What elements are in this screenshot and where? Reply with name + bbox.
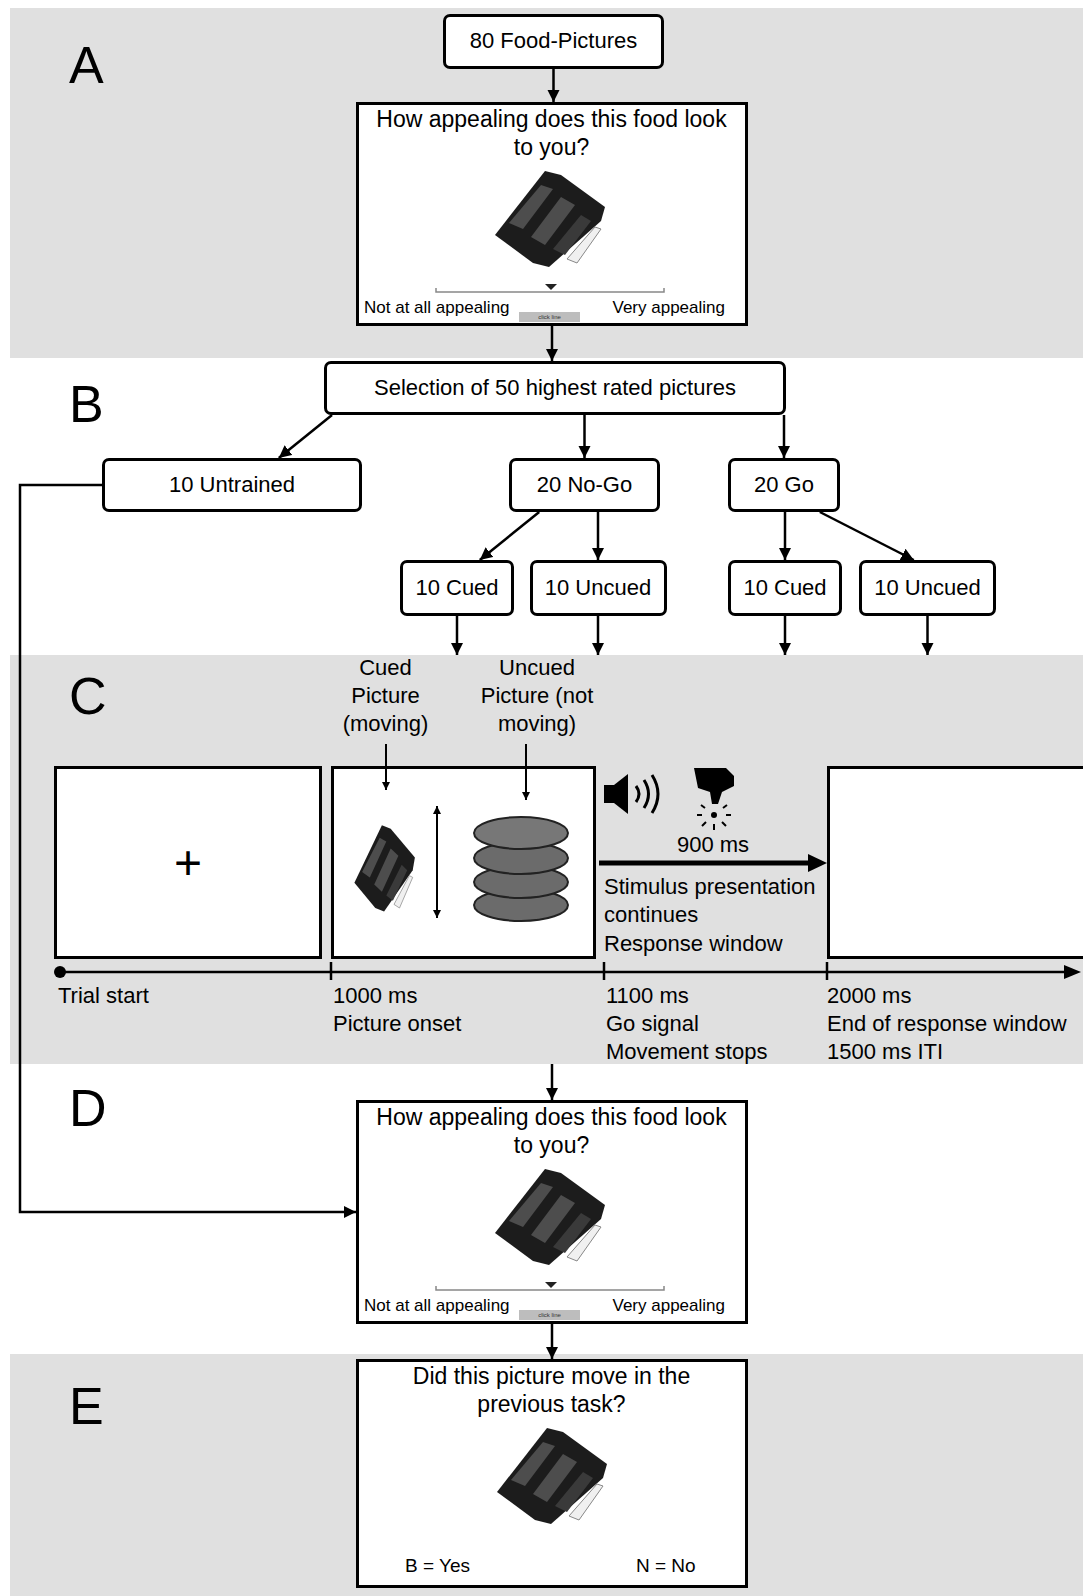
speaker-icon: [604, 785, 614, 803]
flow-arrow: [784, 512, 787, 560]
scale-label: Not at all appealing: [364, 1296, 510, 1316]
question-text: How appealing does this food look to you…: [369, 1103, 734, 1159]
scale-label: Very appealing: [613, 1296, 725, 1316]
press-icon: [711, 812, 717, 818]
button-label: click line: [519, 1310, 580, 1320]
flow-arrow: [551, 1064, 554, 1100]
timeline: [1064, 965, 1081, 979]
food-picture: [354, 825, 415, 911]
annotation-label: Cued Picture (moving): [338, 654, 433, 738]
flow-arrow: [456, 616, 459, 655]
key-label: B = Yes: [405, 1555, 470, 1577]
response-window-arrow: [808, 854, 827, 872]
event-label: Movement stops: [606, 1038, 767, 1066]
flow-arrow: [551, 326, 554, 361]
flow-arrow: [783, 415, 786, 458]
source-box: 80 Food-Pictures: [443, 14, 664, 69]
duration-label: 900 ms: [668, 831, 758, 859]
flow-arrow: [279, 415, 332, 458]
condition-box: 20 Go: [728, 458, 840, 512]
screen-fill: [356, 1100, 748, 1324]
question-text: Did this picture move in the previous ta…: [369, 1362, 734, 1418]
screen-fill: [356, 1359, 748, 1588]
flow-arrow: [597, 616, 600, 655]
fixation-screen: +: [54, 766, 322, 959]
timeline: [60, 971, 1068, 974]
subcondition-box: 10 Uncued: [859, 560, 996, 616]
flow-arrow: [926, 616, 929, 655]
cookie-picture: [474, 817, 568, 849]
blank-screen: [829, 768, 1083, 958]
selection-box: Selection of 50 highest rated pictures: [324, 361, 786, 415]
time-label: 2000 ms: [827, 982, 911, 1010]
food-picture: [495, 1169, 605, 1265]
screen-fill: [356, 102, 748, 326]
key-label: N = No: [636, 1555, 696, 1577]
panel-letter: E: [69, 1376, 104, 1436]
scale-marker: [545, 1282, 557, 1288]
stimulus-screen: [333, 768, 595, 958]
speaker-icon: [614, 774, 628, 814]
timeline-tick: [331, 962, 827, 980]
condition-box: 20 No-Go: [509, 458, 660, 512]
panel-letter: D: [69, 1078, 107, 1138]
leader-arrow: [525, 744, 527, 800]
flow-arrow: [820, 512, 914, 560]
food-picture: [497, 1428, 607, 1524]
box-label: 10 Uncued: [545, 575, 651, 601]
leader-arrow: [385, 744, 387, 790]
question-text: How appealing does this food look to you…: [369, 105, 734, 161]
event-label: Picture onset: [333, 1010, 461, 1038]
annotation-label: Uncued Picture (not moving): [477, 654, 597, 738]
press-icon: [697, 805, 731, 830]
time-label: 1000 ms: [333, 982, 417, 1010]
event-label: End of response window: [827, 1010, 1067, 1038]
subcondition-box: 10 Cued: [400, 560, 514, 616]
flow-arrow: [551, 1324, 554, 1359]
condition-box: 10 Untrained: [102, 458, 362, 512]
timeline-start: [54, 966, 66, 978]
box-label: 10 Untrained: [169, 472, 295, 498]
panel-letter: A: [69, 35, 104, 95]
panel-band: [10, 1354, 1083, 1596]
scale-marker: [545, 284, 557, 290]
event-label: Go signal: [606, 1010, 699, 1038]
flow-arrow: [480, 512, 539, 560]
box-label: 20 Go: [754, 472, 814, 498]
panel-letter: B: [69, 374, 104, 434]
response-window-arrow: [599, 861, 812, 866]
rating-screen: How appealing does this food look to you…: [356, 1100, 748, 1324]
box-label: +: [174, 834, 202, 892]
button-label: click line: [519, 312, 580, 322]
flow-arrow: [784, 616, 787, 655]
movement-arrow: [436, 806, 438, 918]
flow-arrow: [583, 415, 586, 458]
box-label: Selection of 50 highest rated pictures: [374, 375, 736, 401]
flow-arrow: [597, 512, 600, 560]
time-label: Trial start: [58, 982, 149, 1010]
time-label: 1100 ms: [606, 982, 689, 1010]
event-label: 1500 ms ITI: [827, 1038, 943, 1066]
food-picture: [495, 171, 605, 267]
flow-arrow: [20, 485, 356, 1212]
box-label: 10 Cued: [415, 575, 498, 601]
box-label: 10 Uncued: [874, 575, 980, 601]
annotation-label: Stimulus presentation continues: [604, 873, 822, 929]
box-label: 20 No-Go: [537, 472, 632, 498]
speaker-icon: [636, 775, 658, 813]
subcondition-box: 10 Cued: [728, 560, 842, 616]
scale-label: Very appealing: [613, 298, 725, 318]
box-label: 10 Cued: [743, 575, 826, 601]
panel-band: [10, 8, 1083, 358]
rating-screen: How appealing does this food look to you…: [356, 102, 748, 326]
flow-arrow: [552, 69, 555, 102]
box-label: 80 Food-Pictures: [470, 28, 638, 54]
scale-label: Not at all appealing: [364, 298, 510, 318]
memory-screen: Did this picture move in the previous ta…: [356, 1359, 748, 1588]
subcondition-box: 10 Uncued: [530, 560, 667, 616]
annotation-label: Response window: [604, 930, 783, 958]
press-icon: [694, 768, 734, 804]
panel-letter: C: [69, 666, 107, 726]
